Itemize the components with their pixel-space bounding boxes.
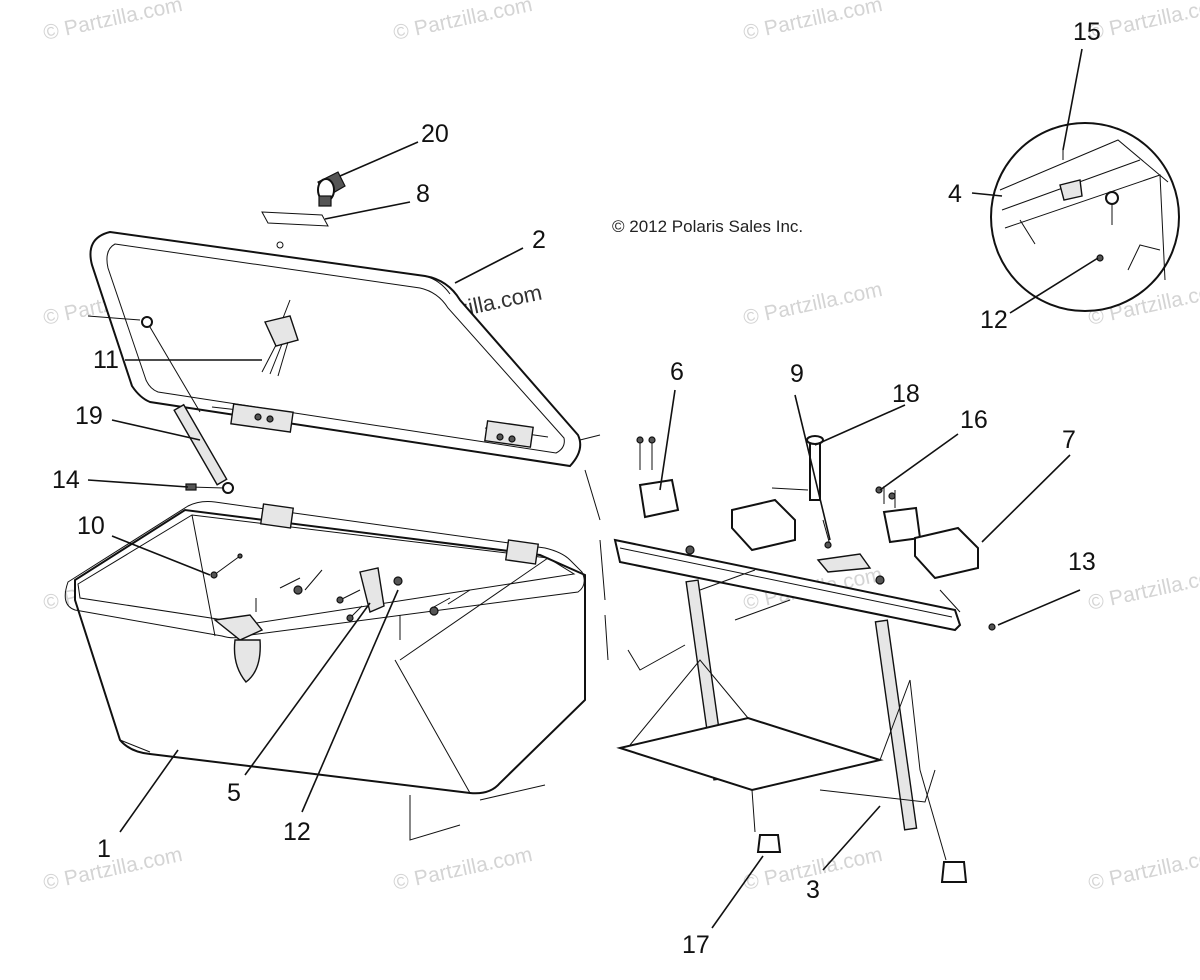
lid-part (89, 230, 582, 468)
watermark: © Partzilla.com (741, 278, 884, 330)
inner-hardware-part (210, 553, 471, 640)
callout-4: 4 (948, 180, 962, 208)
lock-cylinder-part (317, 171, 346, 207)
watermark: © Partzilla.com (41, 843, 184, 895)
callout-6: 6 (670, 358, 684, 386)
callout-12-bottom: 12 (283, 818, 311, 846)
callout-2: 2 (532, 226, 546, 254)
inset-detail-part (990, 122, 1180, 312)
callout-12-inset: 12 (980, 306, 1008, 334)
callout-labels: 20 8 2 11 19 14 10 5 12 1 6 9 18 16 7 13… (52, 18, 1101, 959)
callout-14: 14 (52, 466, 80, 494)
watermark: © Partzilla.com (1086, 843, 1200, 895)
storage-box-part (64, 501, 586, 795)
copyright-notice: © 2012 Polaris Sales Inc. (612, 217, 803, 236)
callout-16: 16 (960, 406, 988, 434)
callout-3: 3 (806, 876, 820, 904)
watermark: © Partzilla.com (41, 0, 184, 45)
callout-7: 7 (1062, 426, 1076, 454)
callout-20: 20 (421, 120, 449, 148)
gas-strut-part (87, 315, 234, 494)
watermark: © Partzilla.com (741, 0, 884, 45)
callout-13: 13 (1068, 548, 1096, 576)
callout-11: 11 (93, 346, 119, 374)
callout-10: 10 (77, 512, 105, 540)
alignment-lines (409, 434, 791, 841)
callout-18: 18 (892, 380, 920, 408)
callout-15: 15 (1073, 18, 1101, 46)
callout-5: 5 (227, 779, 241, 807)
watermark: © Partzilla.com (391, 0, 534, 45)
watermark: © Partzilla.com (1086, 0, 1200, 45)
brackets-and-blocks-part (636, 436, 979, 580)
leader-lines (87, 48, 1099, 929)
decal-part (261, 211, 329, 227)
mounting-frame-part (613, 435, 996, 883)
watermark: © Partzilla.com (1086, 563, 1200, 615)
watermark: © Partzilla.com (391, 843, 534, 895)
callout-9: 9 (790, 360, 804, 388)
callout-17: 17 (682, 931, 710, 959)
callout-8: 8 (416, 180, 430, 208)
callout-19: 19 (75, 402, 103, 430)
callout-1: 1 (97, 835, 111, 863)
